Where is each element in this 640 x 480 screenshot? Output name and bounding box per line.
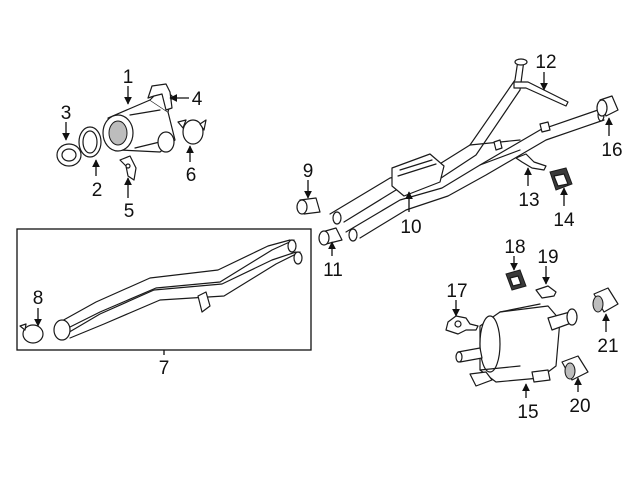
callout-17: 17 <box>446 281 467 302</box>
gasket-ring <box>78 126 102 158</box>
callout-21: 21 <box>597 336 618 357</box>
exhaust-tip-20 <box>561 355 589 381</box>
callout-18: 18 <box>504 237 525 258</box>
pipe-clamp-8 <box>19 323 44 344</box>
callout-labels: 1 2 3 4 5 6 7 8 9 10 11 12 13 14 15 16 1… <box>33 52 623 423</box>
center-pipe-resonator <box>329 58 605 242</box>
end-clamp <box>596 95 619 117</box>
heat-shield-strip <box>513 81 569 107</box>
callout-20: 20 <box>569 396 590 417</box>
callout-7: 7 <box>159 358 170 379</box>
callout-6: 6 <box>186 165 197 186</box>
pipe-clamp <box>177 119 207 145</box>
callout-14: 14 <box>553 210 575 231</box>
rubber-mount-18 <box>505 269 527 291</box>
catalytic-converter <box>102 87 176 153</box>
callout-13: 13 <box>518 190 539 211</box>
callout-4: 4 <box>192 89 203 110</box>
flange-gasket <box>56 143 82 167</box>
hanger-bracket-19 <box>535 285 557 299</box>
callout-10: 10 <box>400 217 421 238</box>
rubber-mount <box>549 167 573 191</box>
leader-lines <box>34 72 613 398</box>
callout-15: 15 <box>517 402 538 423</box>
exhaust-tip-21 <box>592 287 619 313</box>
callout-3: 3 <box>61 103 72 124</box>
callout-2: 2 <box>92 180 103 201</box>
front-pipe <box>53 239 303 341</box>
support-bracket <box>147 83 173 111</box>
band-clamp <box>318 227 343 246</box>
callout-5: 5 <box>124 201 135 222</box>
callout-12: 12 <box>535 52 556 73</box>
callout-8: 8 <box>33 288 44 309</box>
heat-shield-clip <box>119 155 137 181</box>
rear-muffler <box>455 303 578 387</box>
callout-19: 19 <box>537 247 558 268</box>
muffler-hanger <box>445 315 479 335</box>
pipe-sleeve <box>296 197 321 215</box>
exhaust-hanger <box>515 153 547 171</box>
callout-11: 11 <box>323 260 343 281</box>
callout-9: 9 <box>303 161 314 182</box>
callout-16: 16 <box>601 140 622 161</box>
callout-1: 1 <box>123 67 134 88</box>
